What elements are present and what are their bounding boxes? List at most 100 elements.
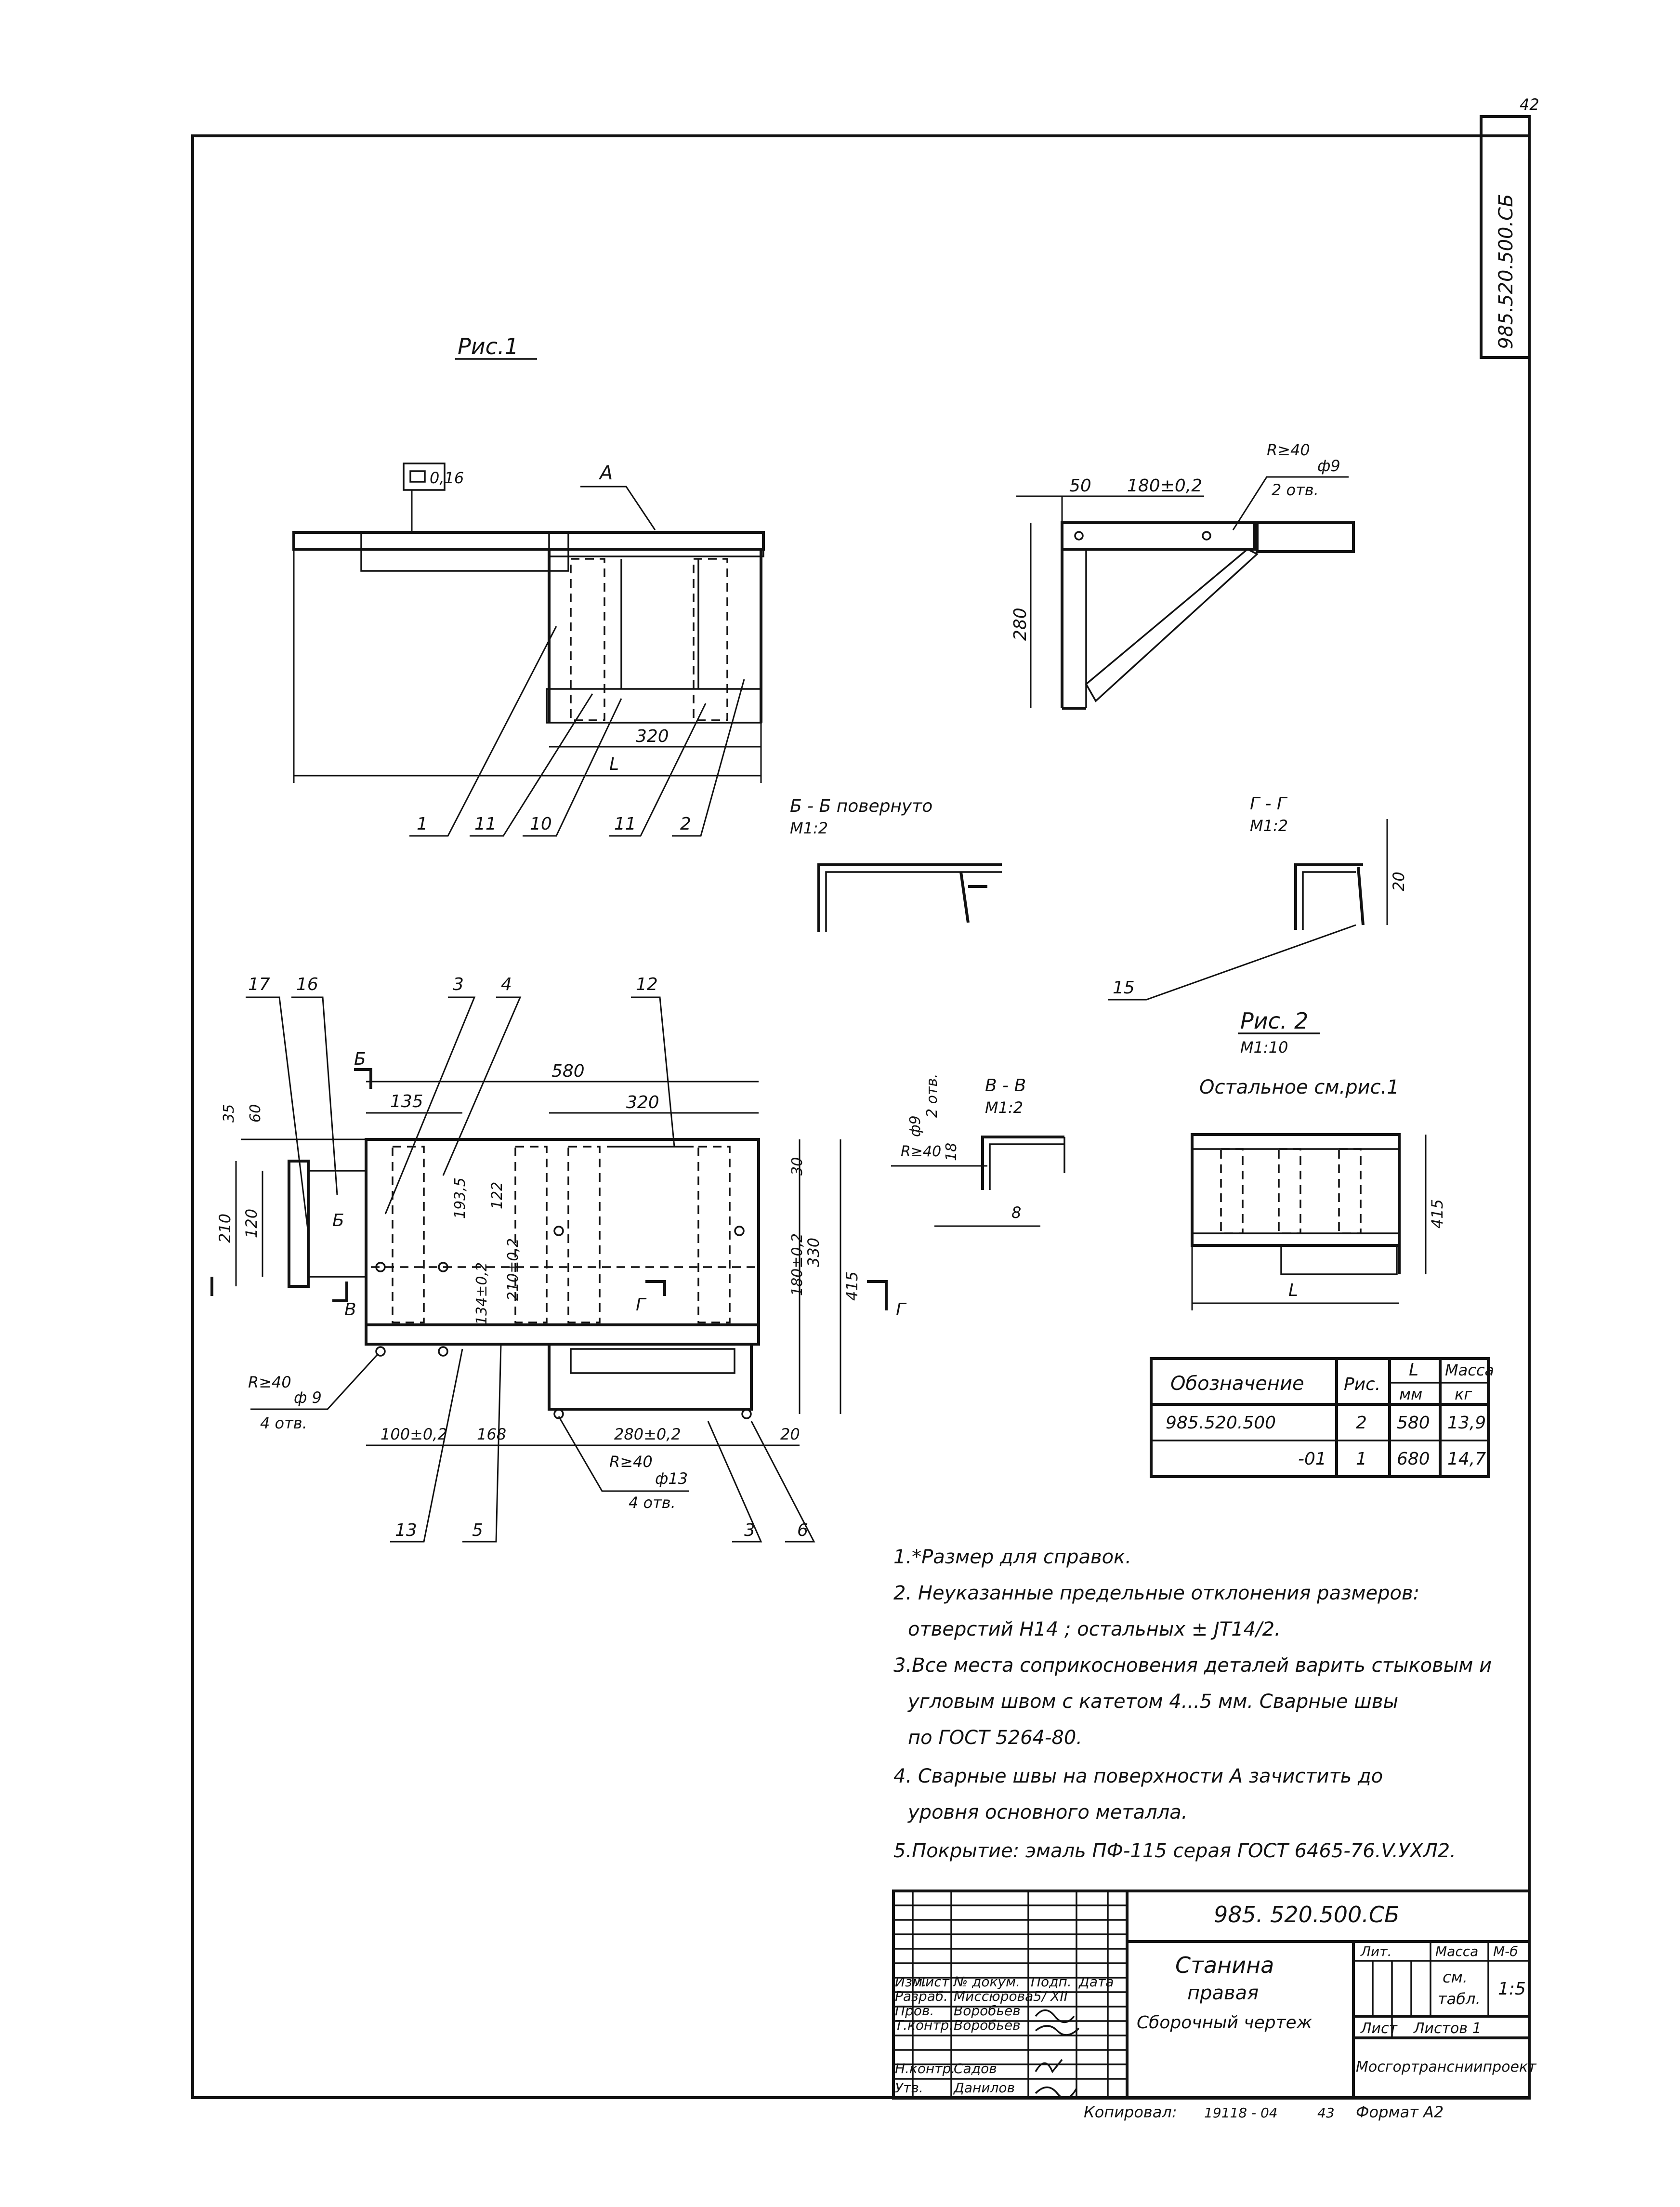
note-line-4: 3.Все места соприкосновения деталей вари… xyxy=(893,1654,1492,1677)
note-line-1: 1.*Размер для справок. xyxy=(893,1546,1131,1568)
tb-sheet: Лист xyxy=(1360,2020,1398,2037)
tb-sheets: Листов 1 xyxy=(1413,2020,1482,2037)
section-vv-dim-8: 8 xyxy=(1011,1203,1021,1222)
plan-leaders xyxy=(246,996,815,1543)
plan-callout-6: 6 xyxy=(797,1520,808,1540)
tb-mass: Масса xyxy=(1435,1943,1478,1959)
table-r1-L: 580 xyxy=(1397,1413,1430,1433)
plan-callout-4: 4 xyxy=(501,975,512,994)
bracket-dim-180: 180±0,2 xyxy=(1127,476,1202,496)
section-gg-dim-20: 20 xyxy=(1390,872,1408,891)
plan-hole9-r: R≥40 xyxy=(248,1373,291,1391)
note-line-8: уровня основного металла. xyxy=(907,1801,1188,1824)
tb-name-3: Сборочный чертеж xyxy=(1137,2013,1312,2033)
note-line-9: 5.Покрытие: эмаль ПФ-115 серая ГОСТ 6465… xyxy=(893,1840,1456,1862)
tb-role-3: Т.контр. xyxy=(895,2017,953,2033)
tb-name-r5: Садов xyxy=(954,2061,997,2076)
section-bb-scale: М1:2 xyxy=(790,819,828,837)
fig1-callout-11a: 11 xyxy=(474,814,497,834)
plan-hole9-d: ф 9 xyxy=(294,1388,322,1407)
bracket-hole-count: 2 отв. xyxy=(1272,481,1319,499)
fig1-title: Рис.1 xyxy=(458,333,519,359)
table-r1-designation: 985.520.500 xyxy=(1166,1413,1276,1433)
surface-label: A xyxy=(598,462,613,484)
variants-table xyxy=(1150,1357,1490,1478)
section-vv-r: R≥40 xyxy=(901,1143,941,1160)
tb-role-1: Разраб. xyxy=(895,1988,948,2004)
plan-dim-35: 35 xyxy=(221,1104,237,1123)
section-vv-title: В - В xyxy=(985,1076,1026,1096)
plan-callout-13: 13 xyxy=(395,1520,417,1540)
plan-hole13-d: ф13 xyxy=(655,1469,688,1488)
tb-name-r6: Данилов xyxy=(953,2080,1015,2096)
section-gg-shape xyxy=(1294,863,1365,930)
table-header-mass: Масса xyxy=(1445,1361,1494,1379)
fig1-callout-10: 10 xyxy=(530,814,552,834)
plan-cut-g-mid: Г xyxy=(636,1295,647,1315)
bracket-hole-r: R≥40 xyxy=(1267,441,1310,459)
plan-cut-g-right: Г xyxy=(896,1300,907,1320)
flatness-frame xyxy=(403,463,446,491)
fig2-dim-L: L xyxy=(1288,1281,1298,1300)
plan-dim-134: 134±0,2 xyxy=(473,1262,490,1325)
flatness-value: 0,16 xyxy=(430,469,464,487)
section-gg-scale: М1:2 xyxy=(1250,817,1288,835)
note-line-7: 4. Сварные швы на поверхности А зачистит… xyxy=(893,1765,1383,1787)
footer-format: Формат А2 xyxy=(1356,2103,1444,2121)
tb-date-mark: 5/ XII xyxy=(1033,1988,1068,2004)
page-number: 42 xyxy=(1520,95,1539,114)
plan-dim-30: 30 xyxy=(789,1157,806,1176)
fig1-front-view xyxy=(292,531,765,783)
note-line-2: 2. Неуказанные предельные отклонения раз… xyxy=(893,1582,1419,1604)
tb-col-date: Дата xyxy=(1078,1974,1114,1990)
plan-callout-12: 12 xyxy=(636,975,658,994)
plan-dim-120: 120 xyxy=(242,1209,261,1238)
fig1-dim-L: L xyxy=(609,754,619,774)
tb-name-r3: Воробьев xyxy=(954,2017,1021,2033)
plan-view xyxy=(288,1138,760,1419)
table-r2-mass: 14,7 xyxy=(1447,1449,1486,1469)
tb-role-5: Н.контр. xyxy=(895,2061,955,2076)
side-code: 985.520.500.СБ xyxy=(1495,194,1517,349)
fig1-leaders xyxy=(409,626,745,837)
plan-cut-v: В xyxy=(344,1300,356,1320)
plan-dim-135: 135 xyxy=(390,1092,423,1111)
plan-dim-280: 280±0,2 xyxy=(614,1425,681,1443)
note-line-5: угловым швом с катетом 4...5 мм. Сварные… xyxy=(907,1691,1398,1713)
table-header-designation: Обозначение xyxy=(1170,1373,1304,1395)
section-gg-title: Г - Г xyxy=(1250,794,1288,814)
tb-scale: 1:5 xyxy=(1498,1979,1526,1999)
plan-dim-210b: 210±0,2 xyxy=(505,1238,522,1301)
fig2-note: Остальное см.рис.1 xyxy=(1199,1076,1399,1098)
tb-col-sign: Подп. xyxy=(1031,1974,1072,1990)
bracket-dim-280: 280 xyxy=(1011,608,1030,641)
plan-dim-193: 193,5 xyxy=(452,1177,469,1219)
table-r1-fig: 2 xyxy=(1356,1413,1367,1433)
footer-copied: Копировал: xyxy=(1084,2103,1177,2121)
plan-hole13-n: 4 отв. xyxy=(629,1493,676,1512)
fig2-title: Рис. 2 xyxy=(1240,1008,1308,1034)
tb-mass-v1: см. xyxy=(1443,1968,1468,1986)
drawing-frame xyxy=(191,134,1531,2099)
section-vv-n: 2 отв. xyxy=(924,1073,941,1118)
section-bb-shape xyxy=(817,863,1002,932)
plan-callout-3: 3 xyxy=(453,975,464,994)
plan-callout-3b: 3 xyxy=(744,1520,755,1540)
fig1-callout-2: 2 xyxy=(680,814,691,834)
fig2-dim-415: 415 xyxy=(1428,1199,1446,1229)
note-line-3: отверстий Н14 ; остальных ± JT14/2. xyxy=(908,1618,1281,1640)
tb-mass-v2: табл. xyxy=(1438,1990,1481,2008)
fig1-callout-1: 1 xyxy=(417,814,428,834)
section-vv-dim-18: 18 xyxy=(943,1143,960,1161)
tb-role-6: Утв. xyxy=(895,2080,923,2096)
plan-cut-b-mid: Б xyxy=(332,1211,344,1230)
table-r1-mass: 13,9 xyxy=(1447,1413,1486,1433)
tb-name-r2: Воробьев xyxy=(954,2003,1021,2019)
tb-col-izm: Изм. xyxy=(895,1974,927,1990)
tb-col-list: Лист xyxy=(915,1974,950,1990)
table-unit-kg: кг xyxy=(1455,1385,1472,1403)
tb-designation: 985. 520.500.СБ xyxy=(1214,1902,1400,1928)
plan-dim-580: 580 xyxy=(551,1061,585,1081)
